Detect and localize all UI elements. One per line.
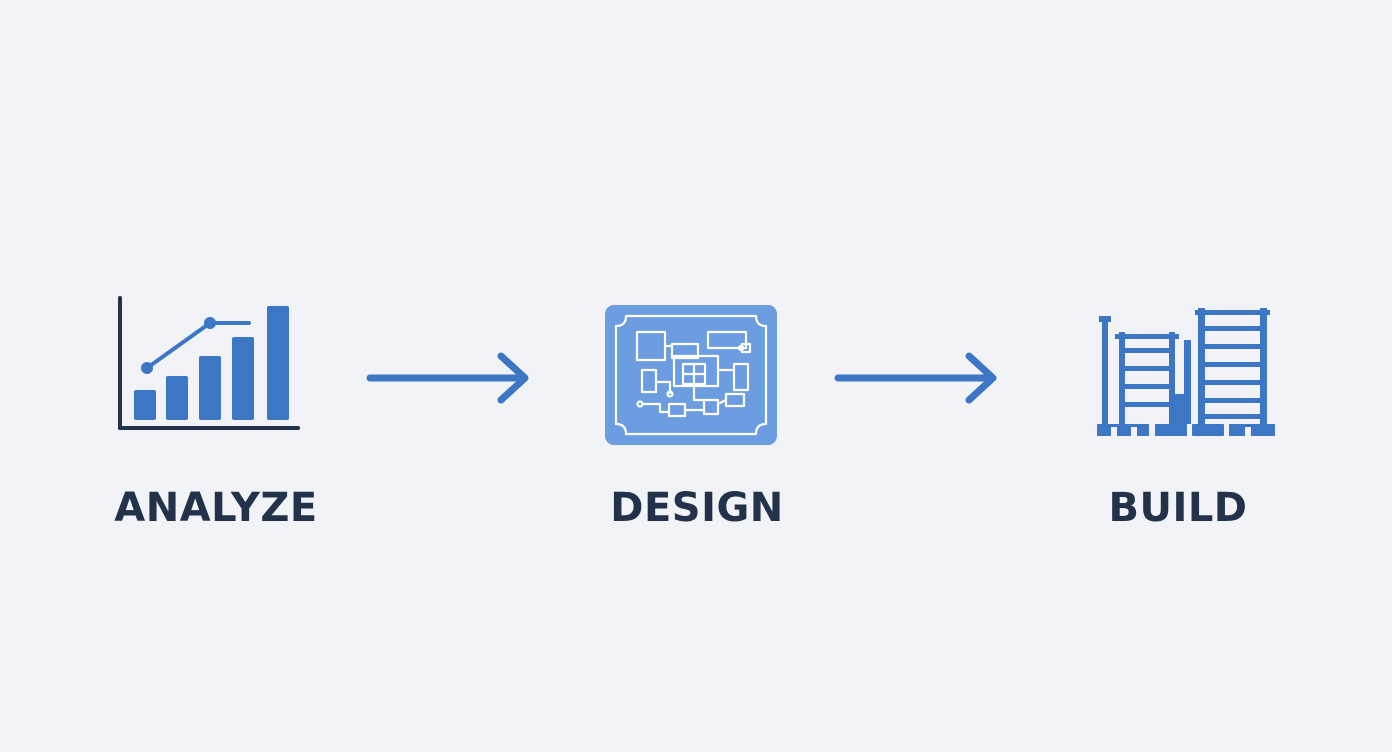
step-label-analyze: ANALYZE (114, 485, 318, 531)
step-label-design: DESIGN (610, 485, 784, 531)
scaffold-icon (1097, 308, 1275, 436)
bar-chart-icon (118, 296, 300, 430)
blueprint-icon (605, 305, 777, 445)
arrow-right-icon (834, 352, 997, 404)
arrow-right-icon (366, 352, 529, 404)
step-label-build: BUILD (1108, 485, 1248, 531)
